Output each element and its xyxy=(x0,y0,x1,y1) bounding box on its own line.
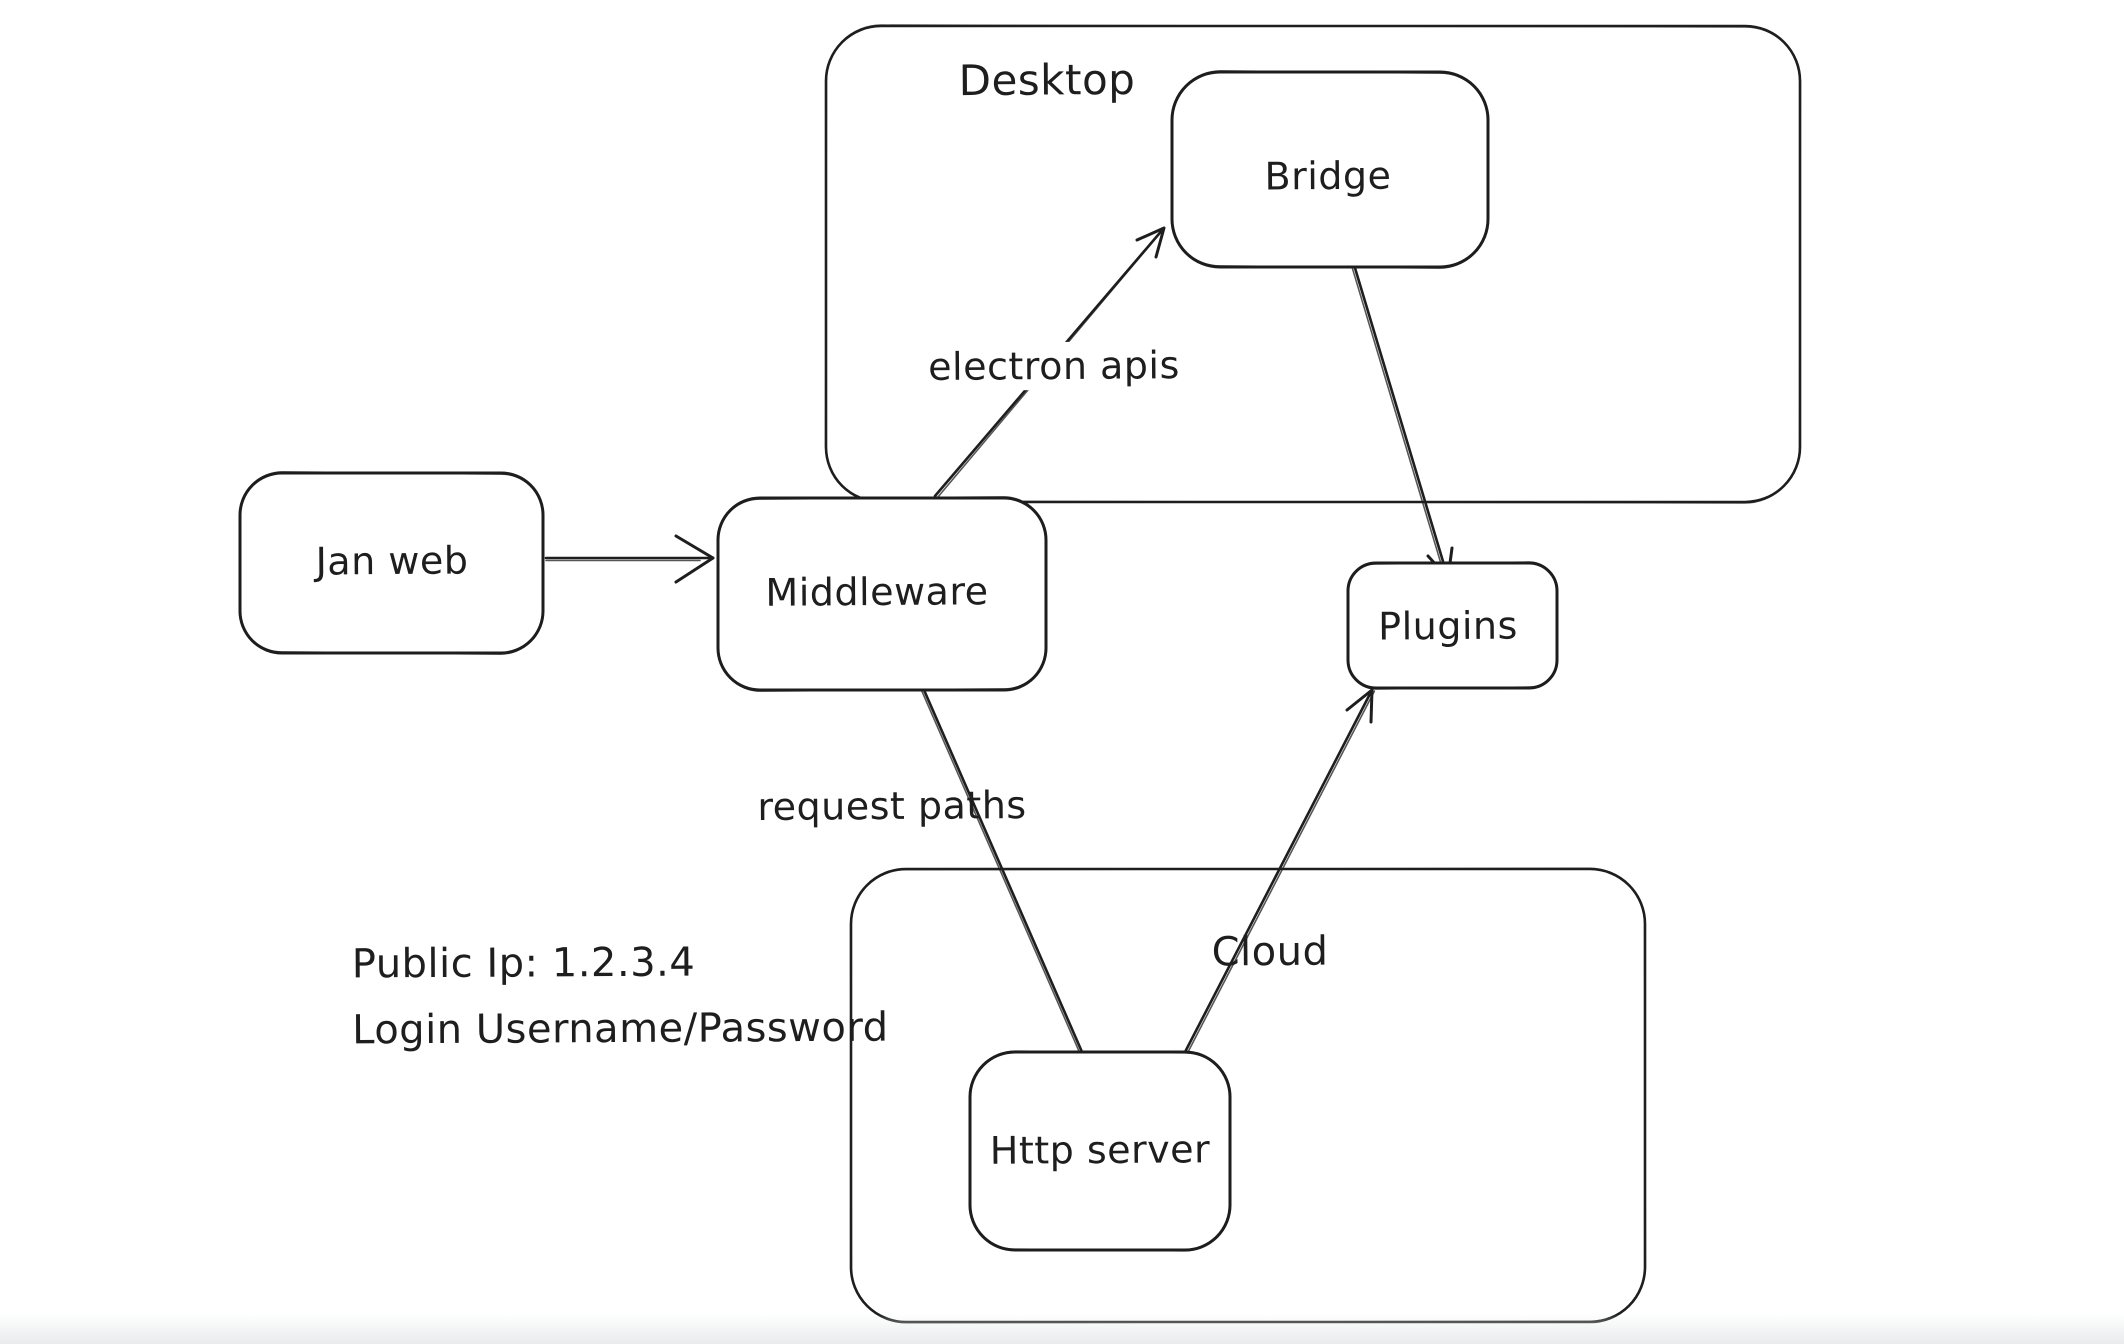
cloud-container-label: Cloud xyxy=(1211,928,1329,976)
request-paths-edge-label: request paths xyxy=(757,783,1027,829)
arrow-janweb-to-middleware xyxy=(544,534,715,584)
bridge-node-box xyxy=(1170,70,1490,269)
line-middleware-to-http-server xyxy=(921,688,1091,1070)
plugins-node-box xyxy=(1346,561,1559,690)
middleware-node-label: Middleware xyxy=(765,569,989,615)
login-note-line: Login Username/Password xyxy=(352,1004,889,1054)
public-ip-note-line: Public Ip: 1.2.3.4 xyxy=(351,939,696,988)
desktop-container-box xyxy=(824,24,1802,504)
arrow-http-server-to-plugins xyxy=(1182,688,1376,1056)
cloud-credentials-note: Public Ip: 1.2.3.4 Login Username/Passwo… xyxy=(352,929,889,1064)
canvas-bottom-fade xyxy=(0,1314,2124,1344)
arrow-bridge-to-plugins xyxy=(1351,266,1454,580)
plugins-node-label: Plugins xyxy=(1378,603,1518,649)
http-server-node-label: Http server xyxy=(989,1127,1211,1173)
middleware-node-box xyxy=(716,496,1048,692)
bridge-node-label: Bridge xyxy=(1264,153,1392,199)
jan-web-node-box xyxy=(238,471,545,655)
desktop-container-label: Desktop xyxy=(958,54,1136,106)
http-server-node-box xyxy=(968,1050,1232,1252)
electron-apis-edge-label: electron apis xyxy=(916,341,1192,391)
jan-web-node-label: Jan web xyxy=(315,538,469,584)
